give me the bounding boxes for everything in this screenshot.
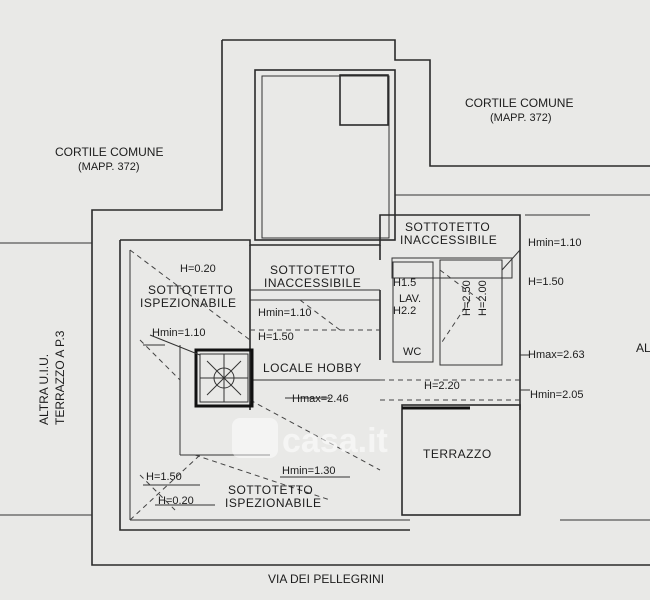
lot-boundary: [0, 39, 650, 566]
height-label-hmin110-left: Hmin=1.10: [152, 327, 206, 339]
plan-labels: CORTILE COMUNE (MAPP. 372) CORTILE COMUN…: [37, 96, 650, 586]
height-label-hmin130: Hmin=1.30: [282, 465, 336, 477]
height-label-h200: H=2.00: [477, 280, 489, 316]
cortile-label-top-right: CORTILE COMUNE: [465, 96, 573, 110]
height-label-h250: H=2.50: [461, 280, 473, 316]
height-label-h020-top: H=0.20: [180, 263, 216, 275]
room-label-sottotetto-mid: SOTTOTETTO: [270, 263, 355, 277]
mapp-label-top-right: (MAPP. 372): [490, 112, 552, 124]
spiral-staircase: [194, 348, 254, 408]
height-label-h150-bottom: H=1.50: [146, 471, 182, 483]
room-label-sottotetto-bottom: SOTTOTETTO: [228, 483, 313, 497]
height-label-hmax246: Hmax=2.46: [292, 393, 349, 405]
height-label-h150-mid: H=1.50: [258, 331, 294, 343]
height-label-hmin110-right: Hmin=1.10: [528, 237, 582, 249]
height-label-hmin110-mid: Hmin=1.10: [258, 307, 312, 319]
room-label-ispezionabile-left: ISPEZIONABILE: [140, 296, 237, 310]
height-label-h22: H2.2: [393, 305, 416, 317]
room-label-terrazzo: TERRAZZO: [423, 447, 492, 461]
room-label-locale-hobby: LOCALE HOBBY: [263, 361, 362, 375]
room-label-lav: LAV.: [399, 293, 421, 305]
roof-projections: [129, 214, 590, 521]
watermark-text: casa.it: [282, 422, 388, 460]
height-label-h15: H1.5: [393, 277, 416, 289]
leader-lines: [143, 334, 530, 506]
room-label-sottotetto-top-right: SOTTOTETTO: [405, 220, 490, 234]
room-label-ispezionabile-bottom: ISPEZIONABILE: [225, 496, 322, 510]
height-label-h150-right: H=1.50: [528, 276, 564, 288]
altra-uiu-label: ALTRA U.I.U.: [37, 354, 51, 425]
height-label-hmin205: Hmin=2.05: [530, 389, 584, 401]
room-label-wc: WC: [403, 346, 421, 358]
height-label-hmax263: Hmax=2.63: [528, 349, 585, 361]
street-label: VIA DEI PELLEGRINI: [268, 572, 384, 586]
height-label-h020-bottom: H=0.20: [158, 495, 194, 507]
building-walls: [119, 69, 521, 531]
cortile-label-left: CORTILE COMUNE: [55, 145, 163, 159]
room-label-inaccessibile-mid: INACCESSIBILE: [264, 276, 361, 290]
watermark: casa.it: [232, 418, 388, 460]
room-label-inaccessibile-top-right: INACCESSIBILE: [400, 233, 497, 247]
room-label-sottotetto-left: SOTTOTETTO: [148, 283, 233, 297]
mapp-label-left: (MAPP. 372): [78, 161, 140, 173]
right-edge-label: AL: [636, 341, 650, 355]
height-label-h220: H=2.20: [424, 380, 460, 392]
terrazzo-p3-label: TERRAZZO A P.3: [53, 330, 67, 425]
